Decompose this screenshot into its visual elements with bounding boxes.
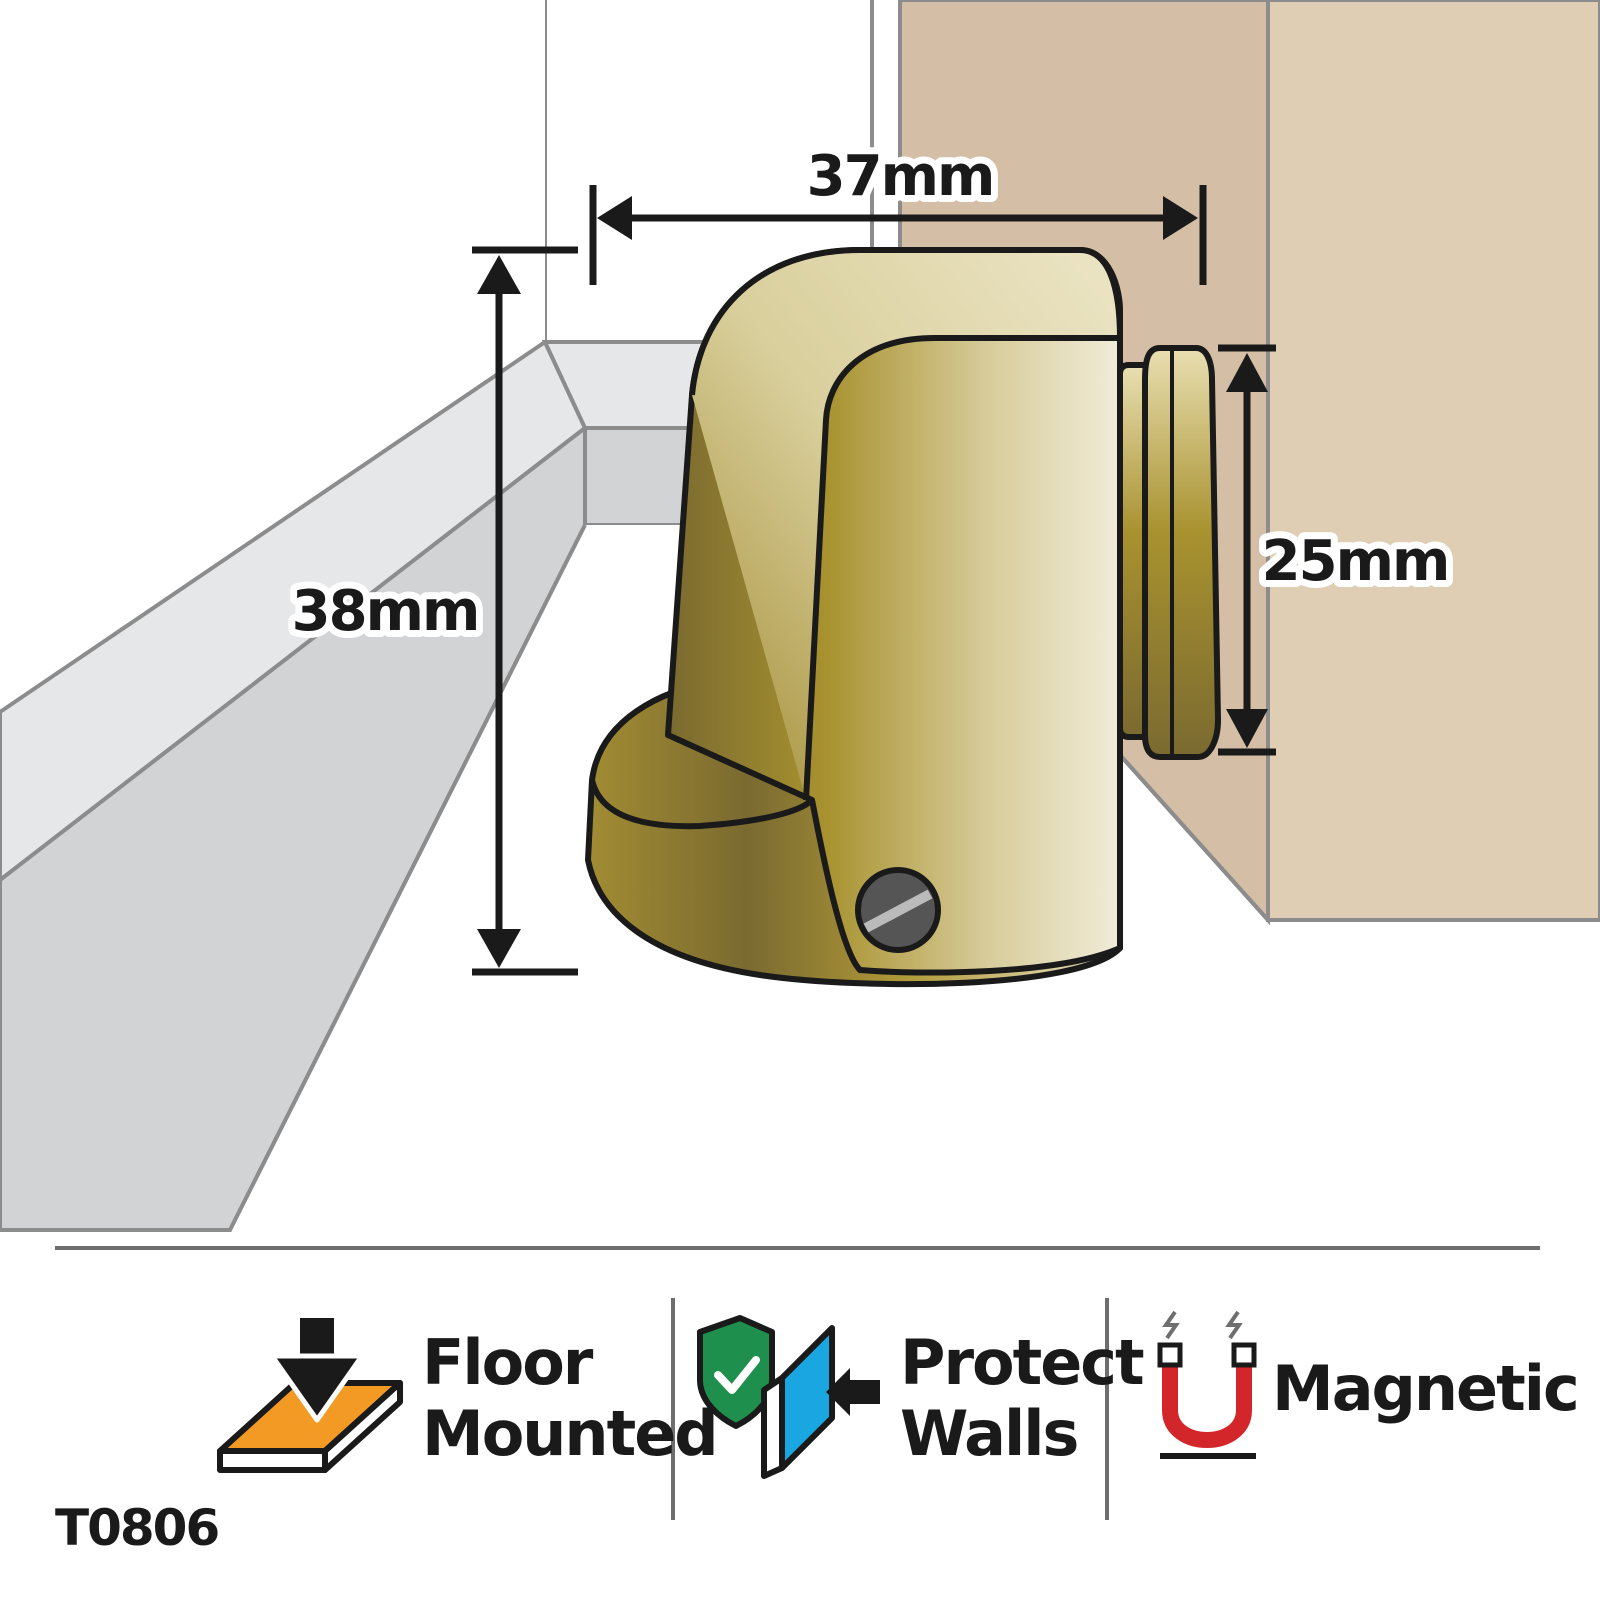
lightning-icon-right: [1225, 1310, 1243, 1340]
floor-slab-side: [322, 1380, 403, 1473]
magnet-pole-left: [1157, 1342, 1183, 1368]
protect-walls-icon: [697, 1315, 880, 1479]
width-label: 37mm: [807, 144, 994, 209]
arrow-down-icon-shaft: [300, 1318, 334, 1356]
screw-slot: [863, 889, 933, 933]
feature-floor-line1: Floor: [422, 1326, 594, 1399]
magnet-diameter-label: 25mm: [1262, 529, 1449, 594]
dimension-lines: [472, 185, 1276, 976]
floor-mounted-icon: [217, 1318, 403, 1473]
feature-magnetic-line1: Magnetic: [1272, 1352, 1578, 1425]
checkmark-icon: [714, 1356, 760, 1394]
feature-floor-line2: Mounted: [422, 1397, 717, 1470]
feature-protect-line2: Walls: [900, 1397, 1077, 1470]
floor-edge-line: [228, 524, 587, 1231]
wall-panel-edge: [761, 1375, 785, 1479]
height-arrow-bottom: [477, 929, 521, 968]
magnet-pole-right: [1231, 1342, 1257, 1368]
left-wall: [0, 0, 545, 712]
height-arrow-top: [477, 255, 521, 294]
door-stop-cap: [689, 247, 1123, 801]
door-bottom-line: [1118, 753, 1270, 922]
impact-arrow-icon: [826, 1368, 880, 1416]
product-code: T0806: [55, 1499, 218, 1557]
magnet-arrow-top: [1226, 353, 1268, 392]
width-arrow-right: [1163, 196, 1198, 240]
height-label: 38mm: [292, 579, 479, 644]
door-stop: [585, 247, 1221, 988]
arrow-down-icon: [269, 1353, 365, 1423]
door-stop-base-top: [589, 779, 815, 830]
lightning-icon-left: [1162, 1310, 1180, 1340]
wall-panel-icon: [779, 1325, 835, 1471]
magnet-icon: [1157, 1310, 1257, 1459]
door-face: [1266, 0, 1600, 922]
magnet-u-shape: [1162, 1362, 1252, 1448]
feature-protect-line1: Protect: [900, 1326, 1144, 1399]
floor-slab-front: [217, 1448, 328, 1473]
width-arrow-left: [597, 196, 632, 240]
magnet-disk: [1142, 345, 1221, 760]
magnet-arrow-bottom: [1226, 709, 1268, 748]
